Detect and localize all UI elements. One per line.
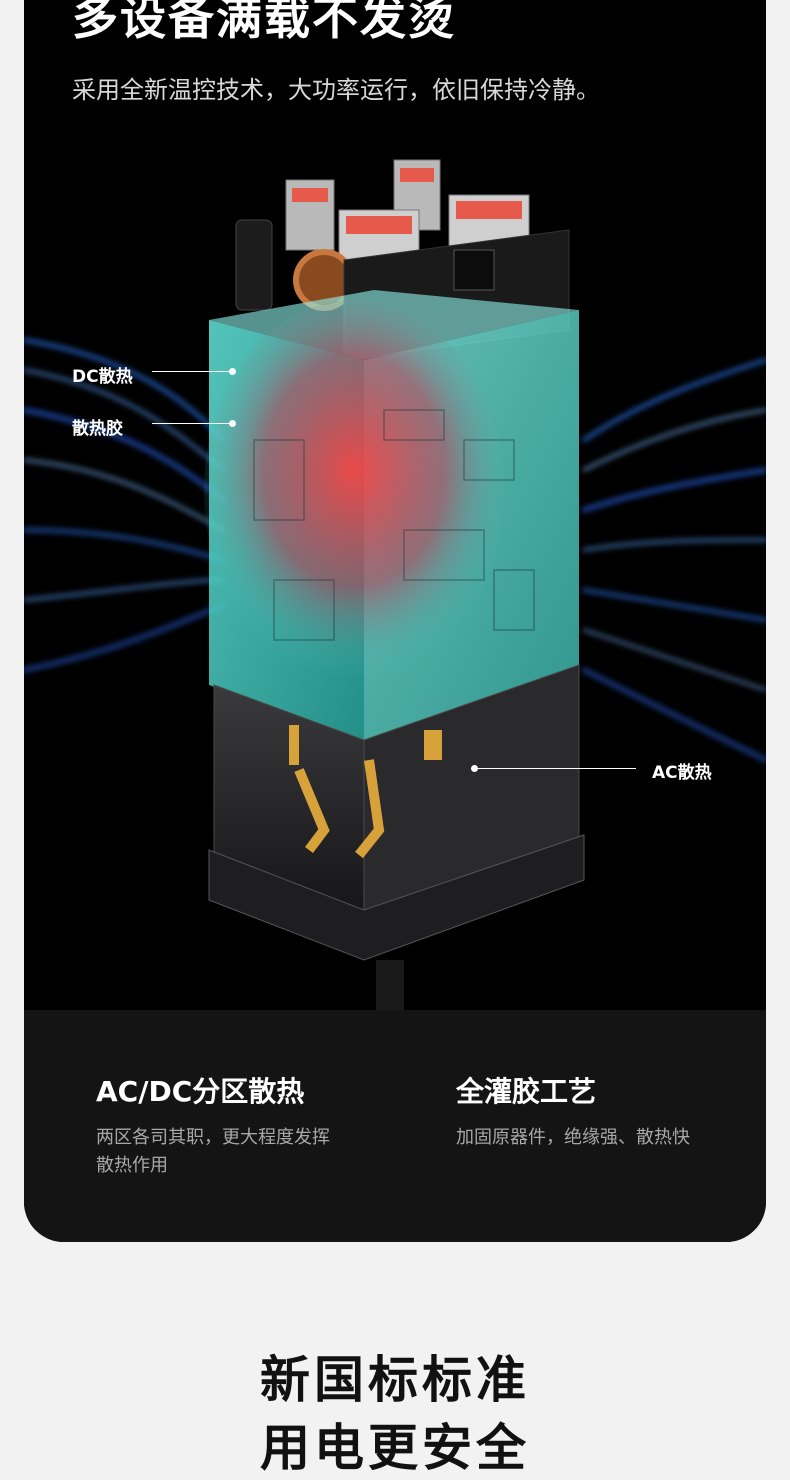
dc-cooling-label: DC散热	[72, 367, 133, 387]
ac-base	[208, 664, 585, 1030]
thermal-glue-leader	[152, 423, 232, 424]
section-title-line2: 用电更安全	[260, 1419, 530, 1477]
ac-cooling-label: AC散热	[652, 763, 712, 783]
dc-cooling-dot	[229, 368, 236, 375]
feature-title: AC/DC分区散热	[96, 1075, 305, 1108]
features-panel	[24, 1010, 766, 1242]
hero-subtitle: 采用全新温控技术，大功率运行，依旧保持冷静。	[72, 76, 600, 104]
ac-cooling-leader	[476, 768, 636, 769]
feature-full-potting: 全灌胶工艺 加固原器件，绝缘强、散热快	[456, 1070, 756, 1152]
thermal-glue-dot	[229, 420, 236, 427]
thermal-glue-label: 散热胶	[72, 419, 123, 439]
charger-illustration	[24, 159, 766, 1030]
ac-cooling-dot	[471, 765, 478, 772]
dc-cooling-leader	[152, 371, 232, 372]
section-title-line1: 新国标标准	[260, 1351, 530, 1409]
feature-title: 全灌胶工艺	[456, 1075, 597, 1108]
potted-block	[204, 290, 579, 740]
feature-desc: 两区各司其职，更大程度发挥散热作用	[96, 1127, 330, 1176]
feature-acdc-zoned: AC/DC分区散热 两区各司其职，更大程度发挥散热作用	[96, 1070, 396, 1180]
hero-title: 多设备满载不发烫	[72, 0, 456, 45]
heat-dissipation-card: 多设备满载不发烫 采用全新温控技术，大功率运行，依旧保持冷静。	[24, 0, 766, 1242]
airflow-lines	[24, 338, 766, 763]
feature-desc: 加固原器件，绝缘强、散热快	[456, 1127, 690, 1148]
